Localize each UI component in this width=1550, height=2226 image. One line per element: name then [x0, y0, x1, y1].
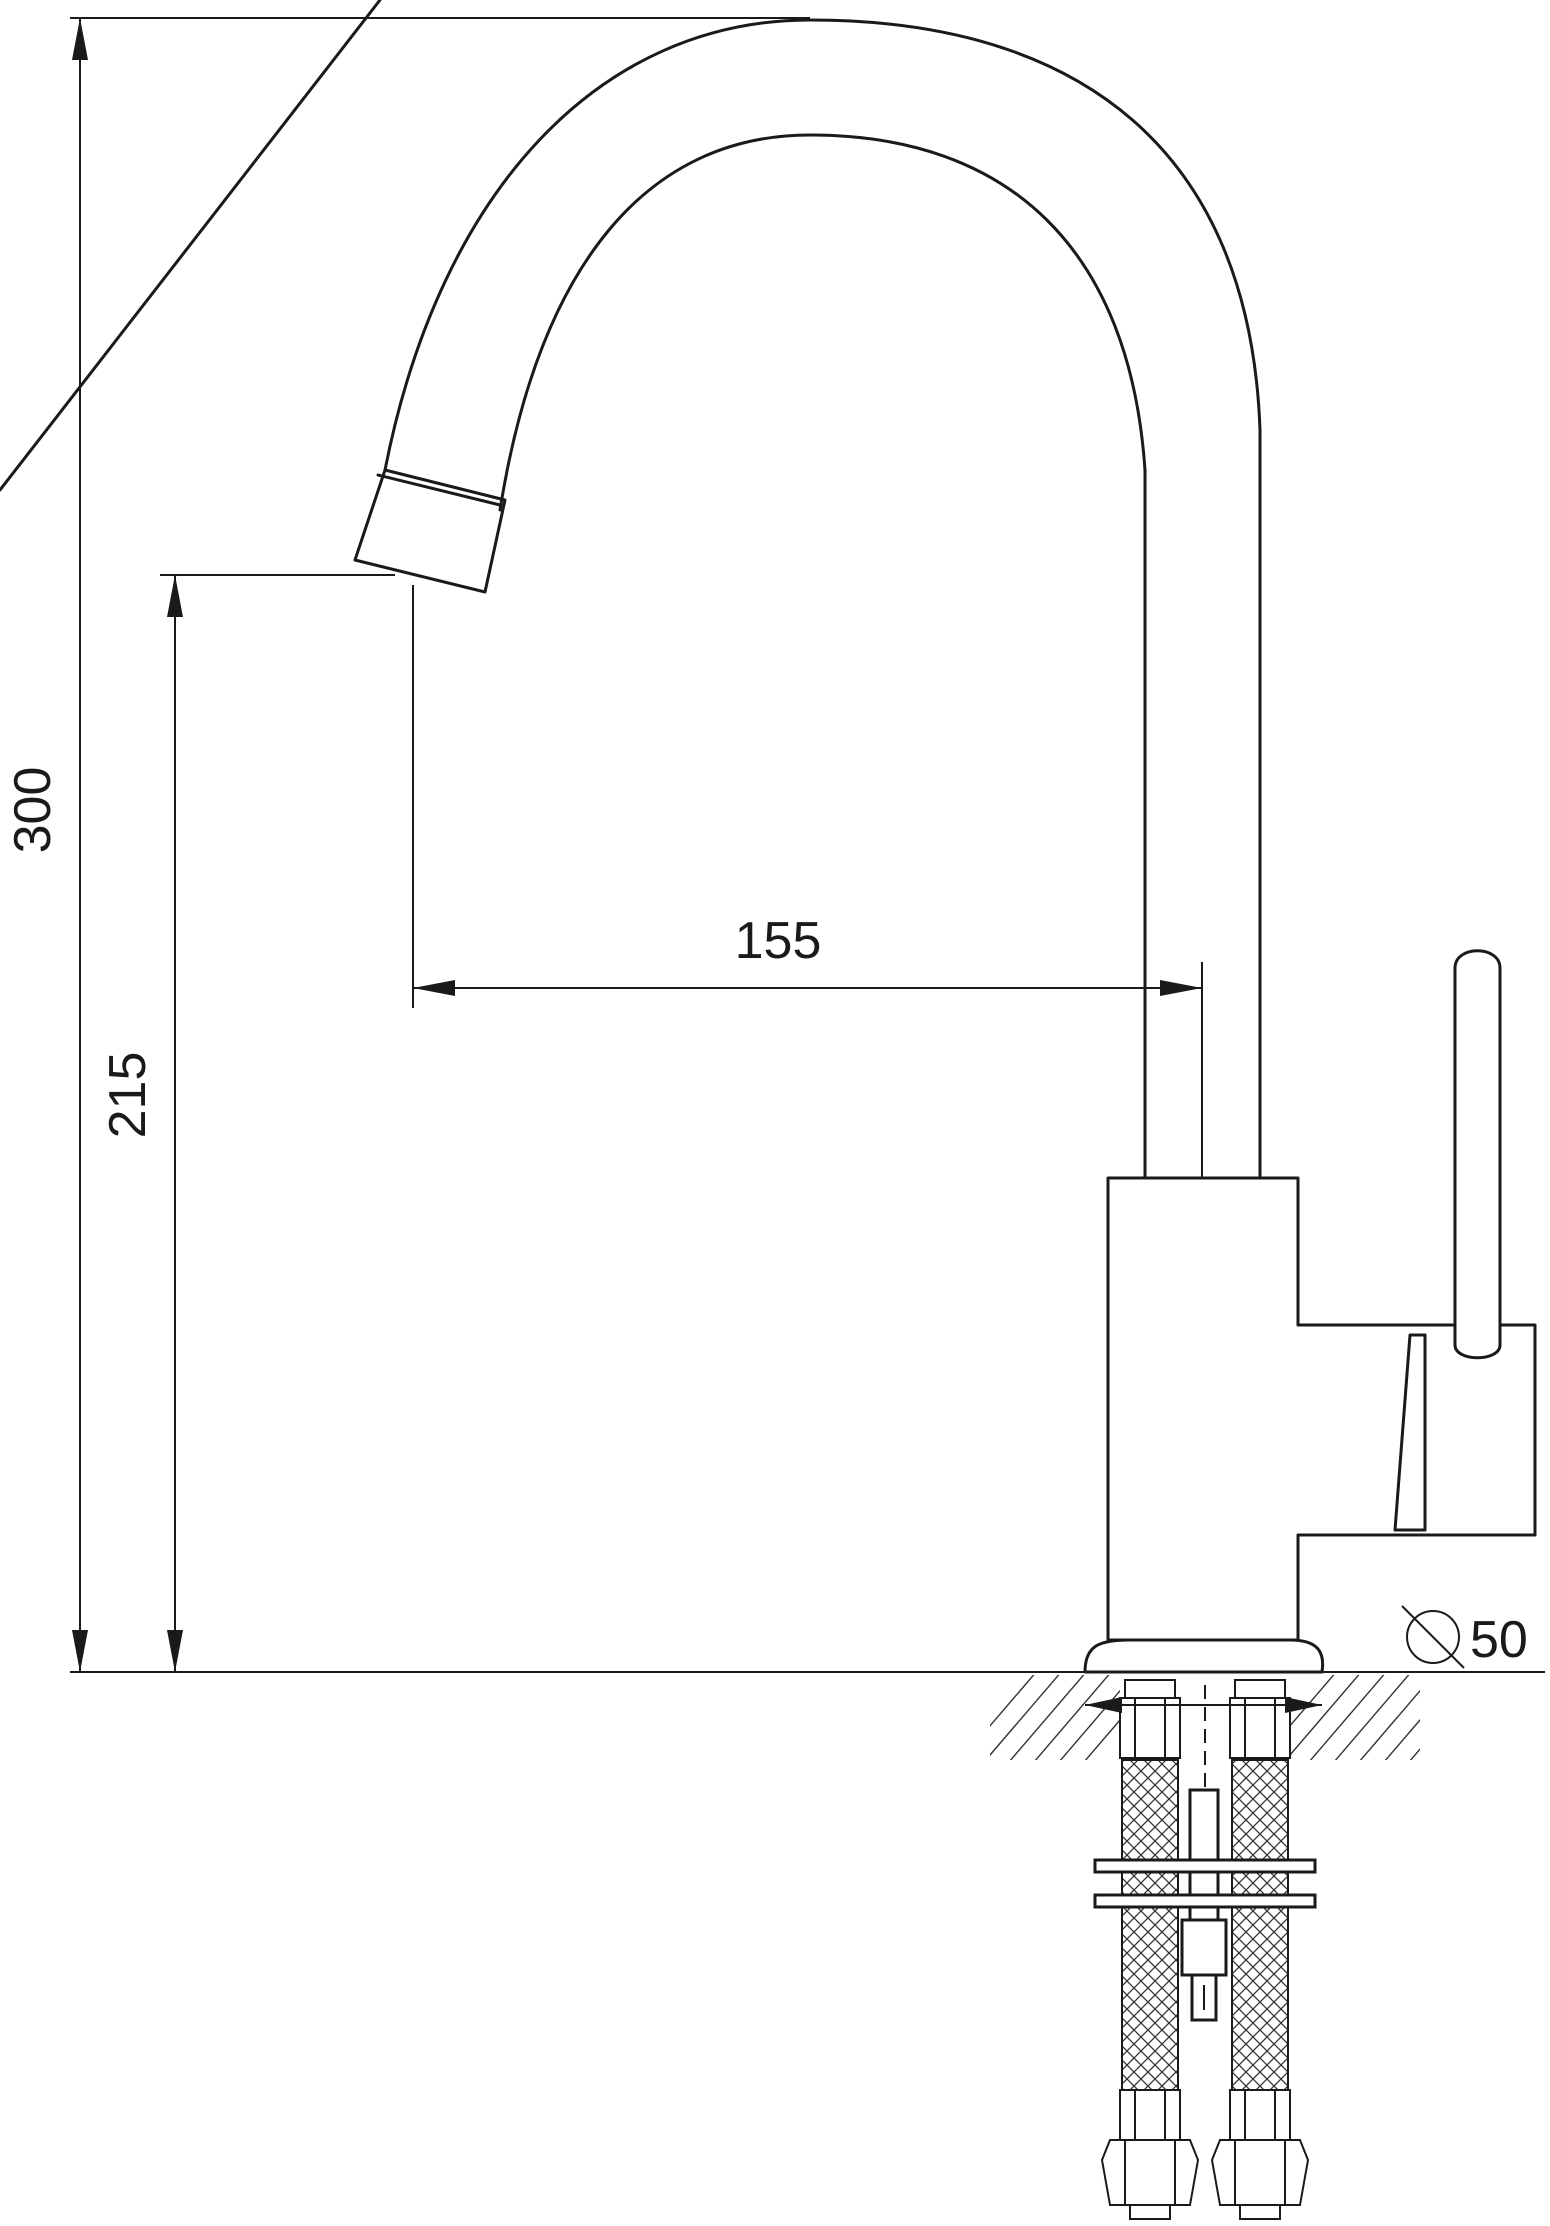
mounting-stud [1180, 1685, 1228, 2022]
left-supply-hose [1100, 1679, 1200, 2220]
dimension-label-300: 300 [4, 767, 62, 854]
right-supply-hose [1210, 1679, 1310, 2220]
dimension-spout-reach: 155 [412, 585, 1203, 1178]
clamp-plate-upper [1093, 1858, 1317, 1874]
spout-aerator [353, 468, 507, 594]
diameter-symbol-icon [1401, 1605, 1465, 1669]
base-escutcheon [1083, 1638, 1325, 1674]
handle-lever [1453, 949, 1502, 1360]
dimension-total-height: 300 [4, 17, 810, 1672]
spout-outer-contour [383, 18, 1262, 1180]
mounting-surface [70, 1671, 1545, 1760]
cartridge-taper [1393, 1333, 1427, 1532]
dimension-label-50: 50 [1470, 1611, 1528, 1669]
dimension-base-diameter: 50 [1085, 1605, 1528, 1713]
supply-hoses [1093, 1679, 1317, 2220]
spout-inner-contour [498, 133, 1147, 1180]
dimension-spout-height: 215 [99, 574, 395, 1672]
clamp-plate-lower [1093, 1893, 1317, 1909]
dimension-label-215: 215 [99, 1052, 157, 1139]
dimension-label-155: 155 [735, 912, 822, 970]
faucet-body [0, 0, 1537, 1674]
